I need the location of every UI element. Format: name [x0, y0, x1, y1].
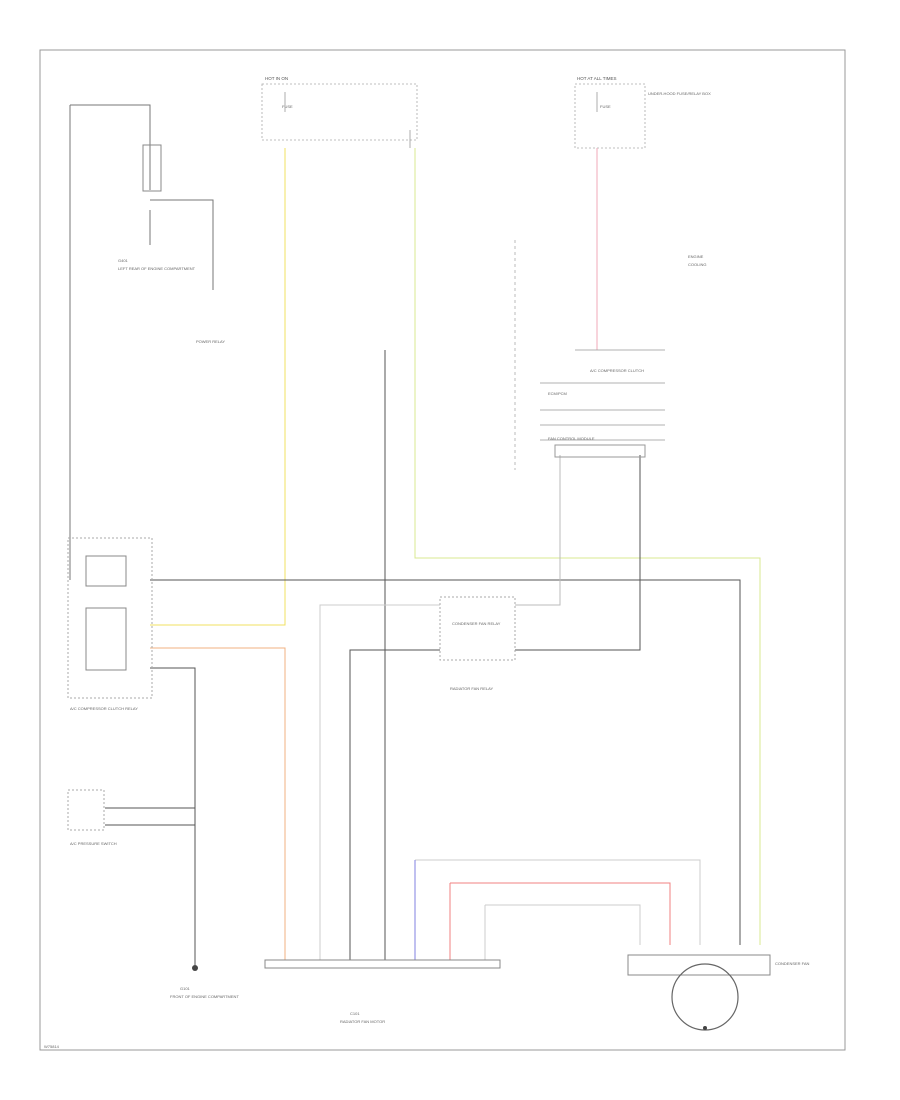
ac-pressure-switch-label: A/C PRESSURE SWITCH	[70, 841, 117, 846]
wire-orange	[150, 647, 286, 960]
ac-pressure-switch: A/C PRESSURE SWITCH	[67, 789, 117, 846]
power-relay-label: POWER RELAY	[196, 339, 225, 344]
ground-left-label: G401	[118, 258, 129, 263]
connector-bottom-label: C101	[350, 1011, 360, 1016]
condenser-fan-relay-label: CONDENSER FAN RELAY	[452, 621, 501, 626]
bottom-connector: C101 RADIATOR FAN MOTOR	[264, 959, 501, 1024]
wire-grey-relay	[319, 604, 440, 960]
engine-label: ENGINE	[688, 254, 704, 259]
ac-clutch-relay-label: A/C COMPRESSOR CLUTCH RELAY	[70, 706, 138, 711]
page-id: W75814	[44, 1044, 60, 1049]
connector-bottom-name: RADIATOR FAN MOTOR	[340, 1019, 385, 1024]
fan-control-module: ECM/PCM FAN CONTROL MODULE A/C COMPRESSO…	[548, 368, 646, 458]
ground-left-name: LEFT REAR OF ENGINE COMPARTMENT	[118, 266, 196, 271]
wire-yellow-left	[150, 148, 286, 626]
wire-red	[449, 882, 671, 960]
fuse-right-label: FUSE	[600, 104, 611, 109]
fuse-box-right-header: HOT AT ALL TIMES	[577, 76, 617, 81]
wire-black-relay	[349, 649, 440, 960]
wire-black-switch	[105, 807, 195, 826]
condenser-fan-relay-box: CONDENSER FAN RELAY RADIATOR FAN RELAY	[439, 596, 516, 691]
power-relay: G401 LEFT REAR OF ENGINE COMPARTMENT POW…	[118, 144, 225, 344]
fuse-box-left: HOT IN ON FUSE	[261, 76, 418, 141]
wire-black-left	[69, 104, 214, 580]
diagram-frame	[39, 49, 846, 1051]
ground-bottom-label: G101	[180, 986, 191, 991]
wire-grey-bottom2	[485, 904, 641, 945]
wire-black-fcm	[515, 455, 641, 651]
wire-grey-fcm	[515, 455, 561, 606]
ground-bottom-name: FRONT OF ENGINE COMPARTMENT	[170, 994, 239, 999]
fan-motor: CONDENSER FAN	[627, 954, 810, 1031]
engine-sub-label: COOLING	[688, 262, 706, 267]
ac-compressor-clutch-label: A/C COMPRESSOR CLUTCH	[590, 368, 644, 373]
fuse-box-right: HOT AT ALL TIMES UNDER-HOOD FUSE/RELAY B…	[574, 76, 711, 149]
fuse-box-left-header: HOT IN ON	[265, 76, 288, 81]
cooling-fan-label: CONDENSER FAN	[775, 961, 810, 966]
ac-clutch-relay-box: A/C COMPRESSOR CLUTCH RELAY	[67, 537, 153, 711]
radiator-fan-relay-label: RADIATOR FAN RELAY	[450, 686, 493, 691]
ecm-pcm-label: ECM/PCM	[548, 391, 567, 396]
fuse-box-right-name: UNDER-HOOD FUSE/RELAY BOX	[648, 91, 711, 96]
wire-black-ground	[150, 667, 196, 965]
bottom-ground: G101 FRONT OF ENGINE COMPARTMENT	[170, 965, 239, 999]
wire-grey-bottom	[415, 859, 701, 945]
wire-black-main	[150, 579, 741, 945]
wire-yellow-green	[414, 148, 761, 945]
fuse-left-label: FUSE	[282, 104, 293, 109]
fan-control-module-label: FAN CONTROL MODULE	[548, 436, 595, 441]
